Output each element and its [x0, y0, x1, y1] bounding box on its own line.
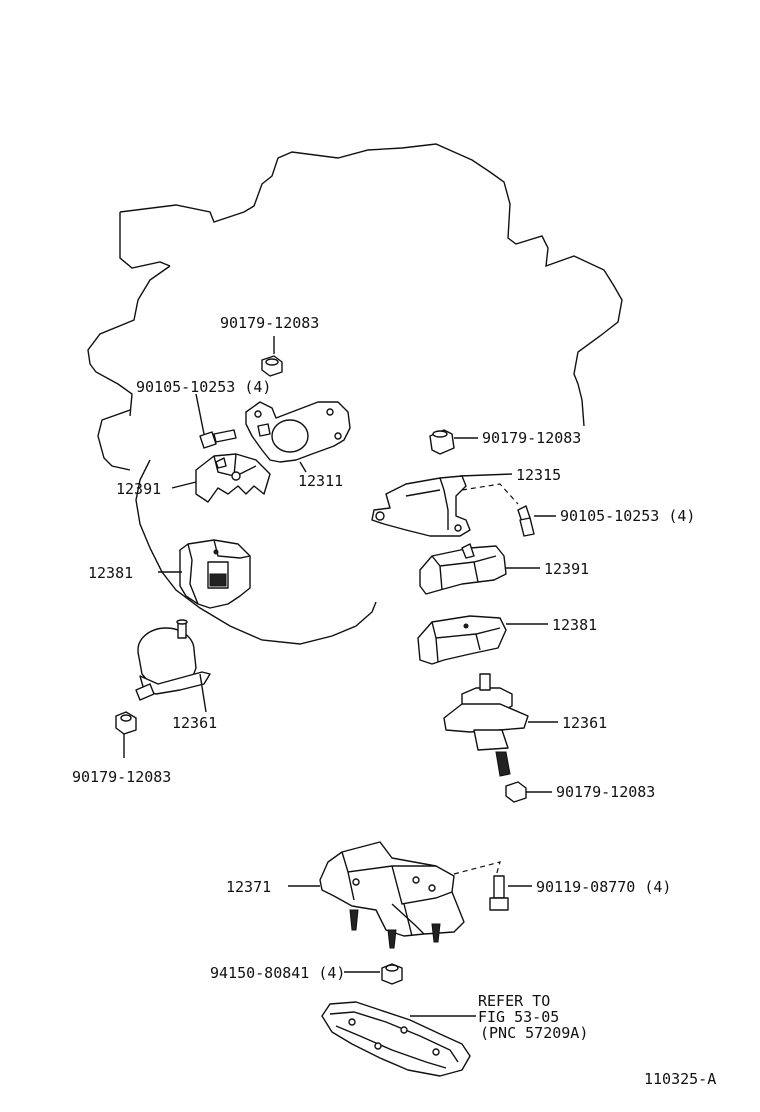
label-90179-left: 90179-12083: [72, 768, 171, 786]
nut-90179-right-top-icon: [429, 429, 478, 455]
refer-note-line3: (PNC 57209A): [480, 1024, 588, 1042]
label-90179-right-bottom: 90179-12083: [556, 783, 655, 801]
nut-90179-right-bottom-icon: [505, 781, 552, 803]
label-12361-left: 12361: [172, 714, 217, 732]
refer-note-line2: FIG 53-05: [478, 1008, 559, 1026]
bolt-90105-right-icon: [517, 505, 556, 537]
label-12371: 12371: [226, 878, 271, 896]
nut-90179-left-icon: [115, 711, 137, 758]
label-90119: 90119-08770 (4): [536, 878, 671, 896]
label-12315: 12315: [516, 466, 561, 484]
skid-plate-icon: [321, 1001, 476, 1077]
mount-12361-right-icon: [443, 673, 558, 777]
label-90179-right-top: 90179-12083: [482, 429, 581, 447]
label-12361-right: 12361: [562, 714, 607, 732]
label-12381-right: 12381: [552, 616, 597, 634]
engine-outline: [87, 143, 623, 645]
member-12371-icon: [288, 841, 501, 949]
leader-lines: [158, 481, 207, 713]
nut-90179-top-icon: [261, 336, 283, 377]
label-12381-left: 12381: [88, 564, 133, 582]
label-90179-top: 90179-12083: [220, 314, 319, 332]
label-12391-left: 12391: [116, 480, 161, 498]
insulator-12381-right-icon: [417, 615, 548, 665]
figure-id: 110325-A: [644, 1070, 716, 1088]
refer-note-line1: REFER TO: [478, 992, 550, 1010]
bolt-90119-icon: [489, 875, 532, 911]
nut-94150-icon: [344, 963, 403, 985]
mount-12361-left-icon: [135, 619, 211, 701]
label-12311: 12311: [298, 472, 343, 490]
label-94150: 94150-80841 (4): [210, 964, 345, 982]
label-90105-right: 90105-10253 (4): [560, 507, 695, 525]
label-90105-left: 90105-10253 (4): [136, 378, 271, 396]
label-12391-right: 12391: [544, 560, 589, 578]
bracket-12311-icon: [245, 401, 351, 473]
insulator-12391-right-icon: [419, 543, 540, 595]
insulator-12381-left-icon: [179, 539, 251, 609]
insulator-12391-left-icon: [195, 453, 271, 503]
bolt-90105-left-icon: [195, 393, 237, 449]
bracket-12315-icon: [371, 473, 519, 537]
